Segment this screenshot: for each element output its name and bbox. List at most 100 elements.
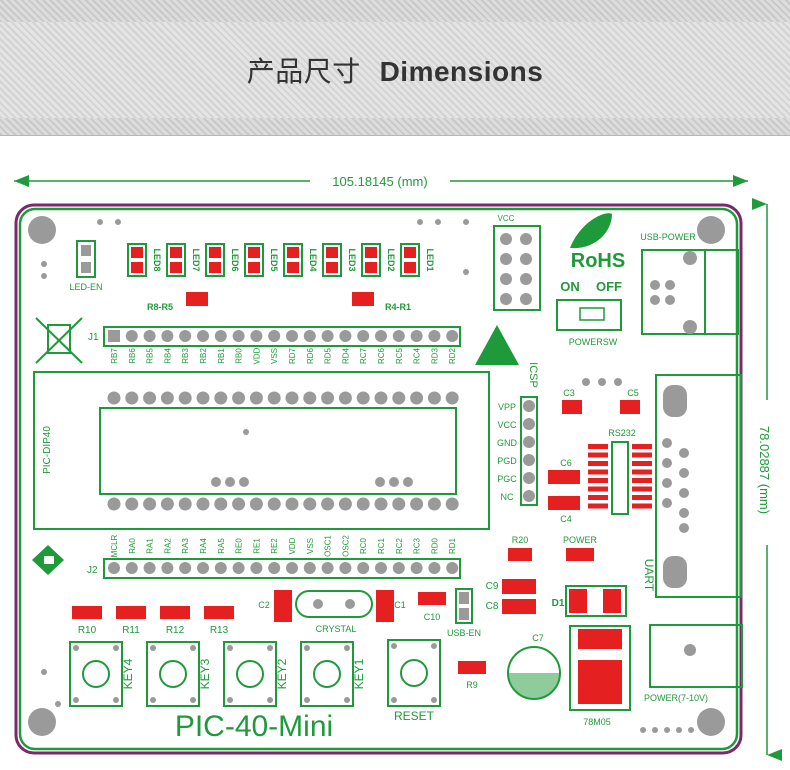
pin-label: RD5 <box>324 347 333 364</box>
dip-pin <box>249 391 263 405</box>
pin <box>410 330 423 342</box>
dip-pin <box>410 391 424 405</box>
capacitor-c1: C1 <box>376 590 406 622</box>
resistor-r13: R13 <box>204 606 234 636</box>
svg-text:C1: C1 <box>394 600 406 610</box>
pin-label: RD0 <box>430 537 439 554</box>
icsp-pin <box>523 472 535 484</box>
pin <box>232 330 245 342</box>
pin-label: RD3 <box>430 347 439 364</box>
mounting-holes <box>28 216 725 736</box>
pin <box>108 562 120 574</box>
svg-text:KEY3: KEY3 <box>198 658 212 689</box>
svg-text:ON: ON <box>560 279 580 294</box>
icsp-pin-label: GND <box>497 438 518 448</box>
svg-text:POWERSW: POWERSW <box>569 337 618 347</box>
pin <box>392 562 405 574</box>
led-label: LED4 <box>308 248 318 271</box>
svg-text:KEY2: KEY2 <box>275 658 289 689</box>
pin <box>125 330 138 342</box>
rohs-logo: RoHS <box>570 213 625 272</box>
pin-label: RA5 <box>217 538 226 554</box>
pin-label: RC3 <box>413 537 422 554</box>
svg-text:R12: R12 <box>166 625 185 636</box>
dip-pin <box>392 391 406 405</box>
led-led8: LED8 <box>127 243 162 277</box>
dip-pin <box>285 391 299 405</box>
rs232-chip: RS232 <box>588 428 652 515</box>
pin <box>197 562 209 574</box>
dip-pin <box>160 391 174 405</box>
usb-en-jumper: USB-EN <box>447 588 481 638</box>
pin-label: RA4 <box>199 538 208 554</box>
dip-pin <box>178 391 192 405</box>
dip-pin <box>143 497 157 511</box>
svg-text:R20: R20 <box>512 535 529 545</box>
pin <box>250 562 263 574</box>
svg-text:C2: C2 <box>258 600 270 610</box>
led-led6: LED6 <box>205 243 240 277</box>
svg-text:RESET: RESET <box>394 709 435 723</box>
capacitor-c7: C7 <box>507 633 561 700</box>
pin-label: RC1 <box>377 537 386 554</box>
svg-text:C3: C3 <box>563 388 575 398</box>
icsp-pin <box>523 400 535 412</box>
j1-pins <box>108 330 459 342</box>
dip-pin <box>178 497 192 511</box>
capacitor-c6: C6 <box>548 458 580 484</box>
svg-text:R9: R9 <box>466 680 478 690</box>
dip-pin <box>196 497 210 511</box>
capacitor-c9: C9 <box>486 579 536 594</box>
pin-label: RB7 <box>110 348 119 364</box>
pin <box>197 330 209 342</box>
svg-text:C5: C5 <box>627 388 639 398</box>
pin <box>410 562 423 574</box>
pin-label: RE0 <box>235 538 244 554</box>
capacitor-c4: C4 <box>548 496 580 524</box>
dip-pin <box>196 391 210 405</box>
svg-text:C9: C9 <box>486 581 499 592</box>
pin-label: RE2 <box>270 538 279 554</box>
title-en: Dimensions <box>379 56 544 87</box>
pin <box>179 330 192 342</box>
pin-label: RC6 <box>377 347 386 364</box>
pin <box>357 562 370 574</box>
j2-header <box>103 558 461 579</box>
vias <box>41 219 694 733</box>
power-switch: ON OFF POWERSW <box>556 279 622 347</box>
svg-text:KEY1: KEY1 <box>352 658 366 689</box>
dip-pin <box>249 497 263 511</box>
icsp-pin <box>523 490 535 502</box>
icsp-pin-label: VPP <box>498 402 516 412</box>
icsp-pin-label: VCC <box>497 420 517 430</box>
led-led2: LED2 <box>361 243 396 277</box>
pin <box>321 562 334 574</box>
svg-text:POWER(7-10V): POWER(7-10V) <box>644 693 708 703</box>
pin <box>161 562 174 574</box>
pin-label: RC7 <box>359 347 368 364</box>
dip-pin <box>303 497 317 511</box>
pin-label: RD4 <box>341 347 350 364</box>
reset-button: RESET <box>387 639 441 723</box>
power-jack: POWER(7-10V) <box>644 624 743 703</box>
dip-pin <box>107 497 121 511</box>
header-banner: 产品尺寸 Dimensions <box>0 0 790 136</box>
esd-icon <box>475 325 519 365</box>
pin <box>303 562 316 574</box>
resistor-r9: R9 <box>458 661 486 690</box>
led-led7: LED7 <box>166 243 201 277</box>
icsp-pin <box>523 436 535 448</box>
resistor-r12: R12 <box>160 606 190 636</box>
led-label: LED1 <box>425 248 435 271</box>
svg-text:C7: C7 <box>532 633 544 643</box>
socket-label: PIC-DIP40 <box>42 426 53 474</box>
pin-label: RB6 <box>128 348 137 364</box>
dip-pin <box>321 391 335 405</box>
pin <box>143 330 156 342</box>
dip-pin <box>427 391 441 405</box>
dip-pin <box>338 497 352 511</box>
pin <box>286 330 298 342</box>
